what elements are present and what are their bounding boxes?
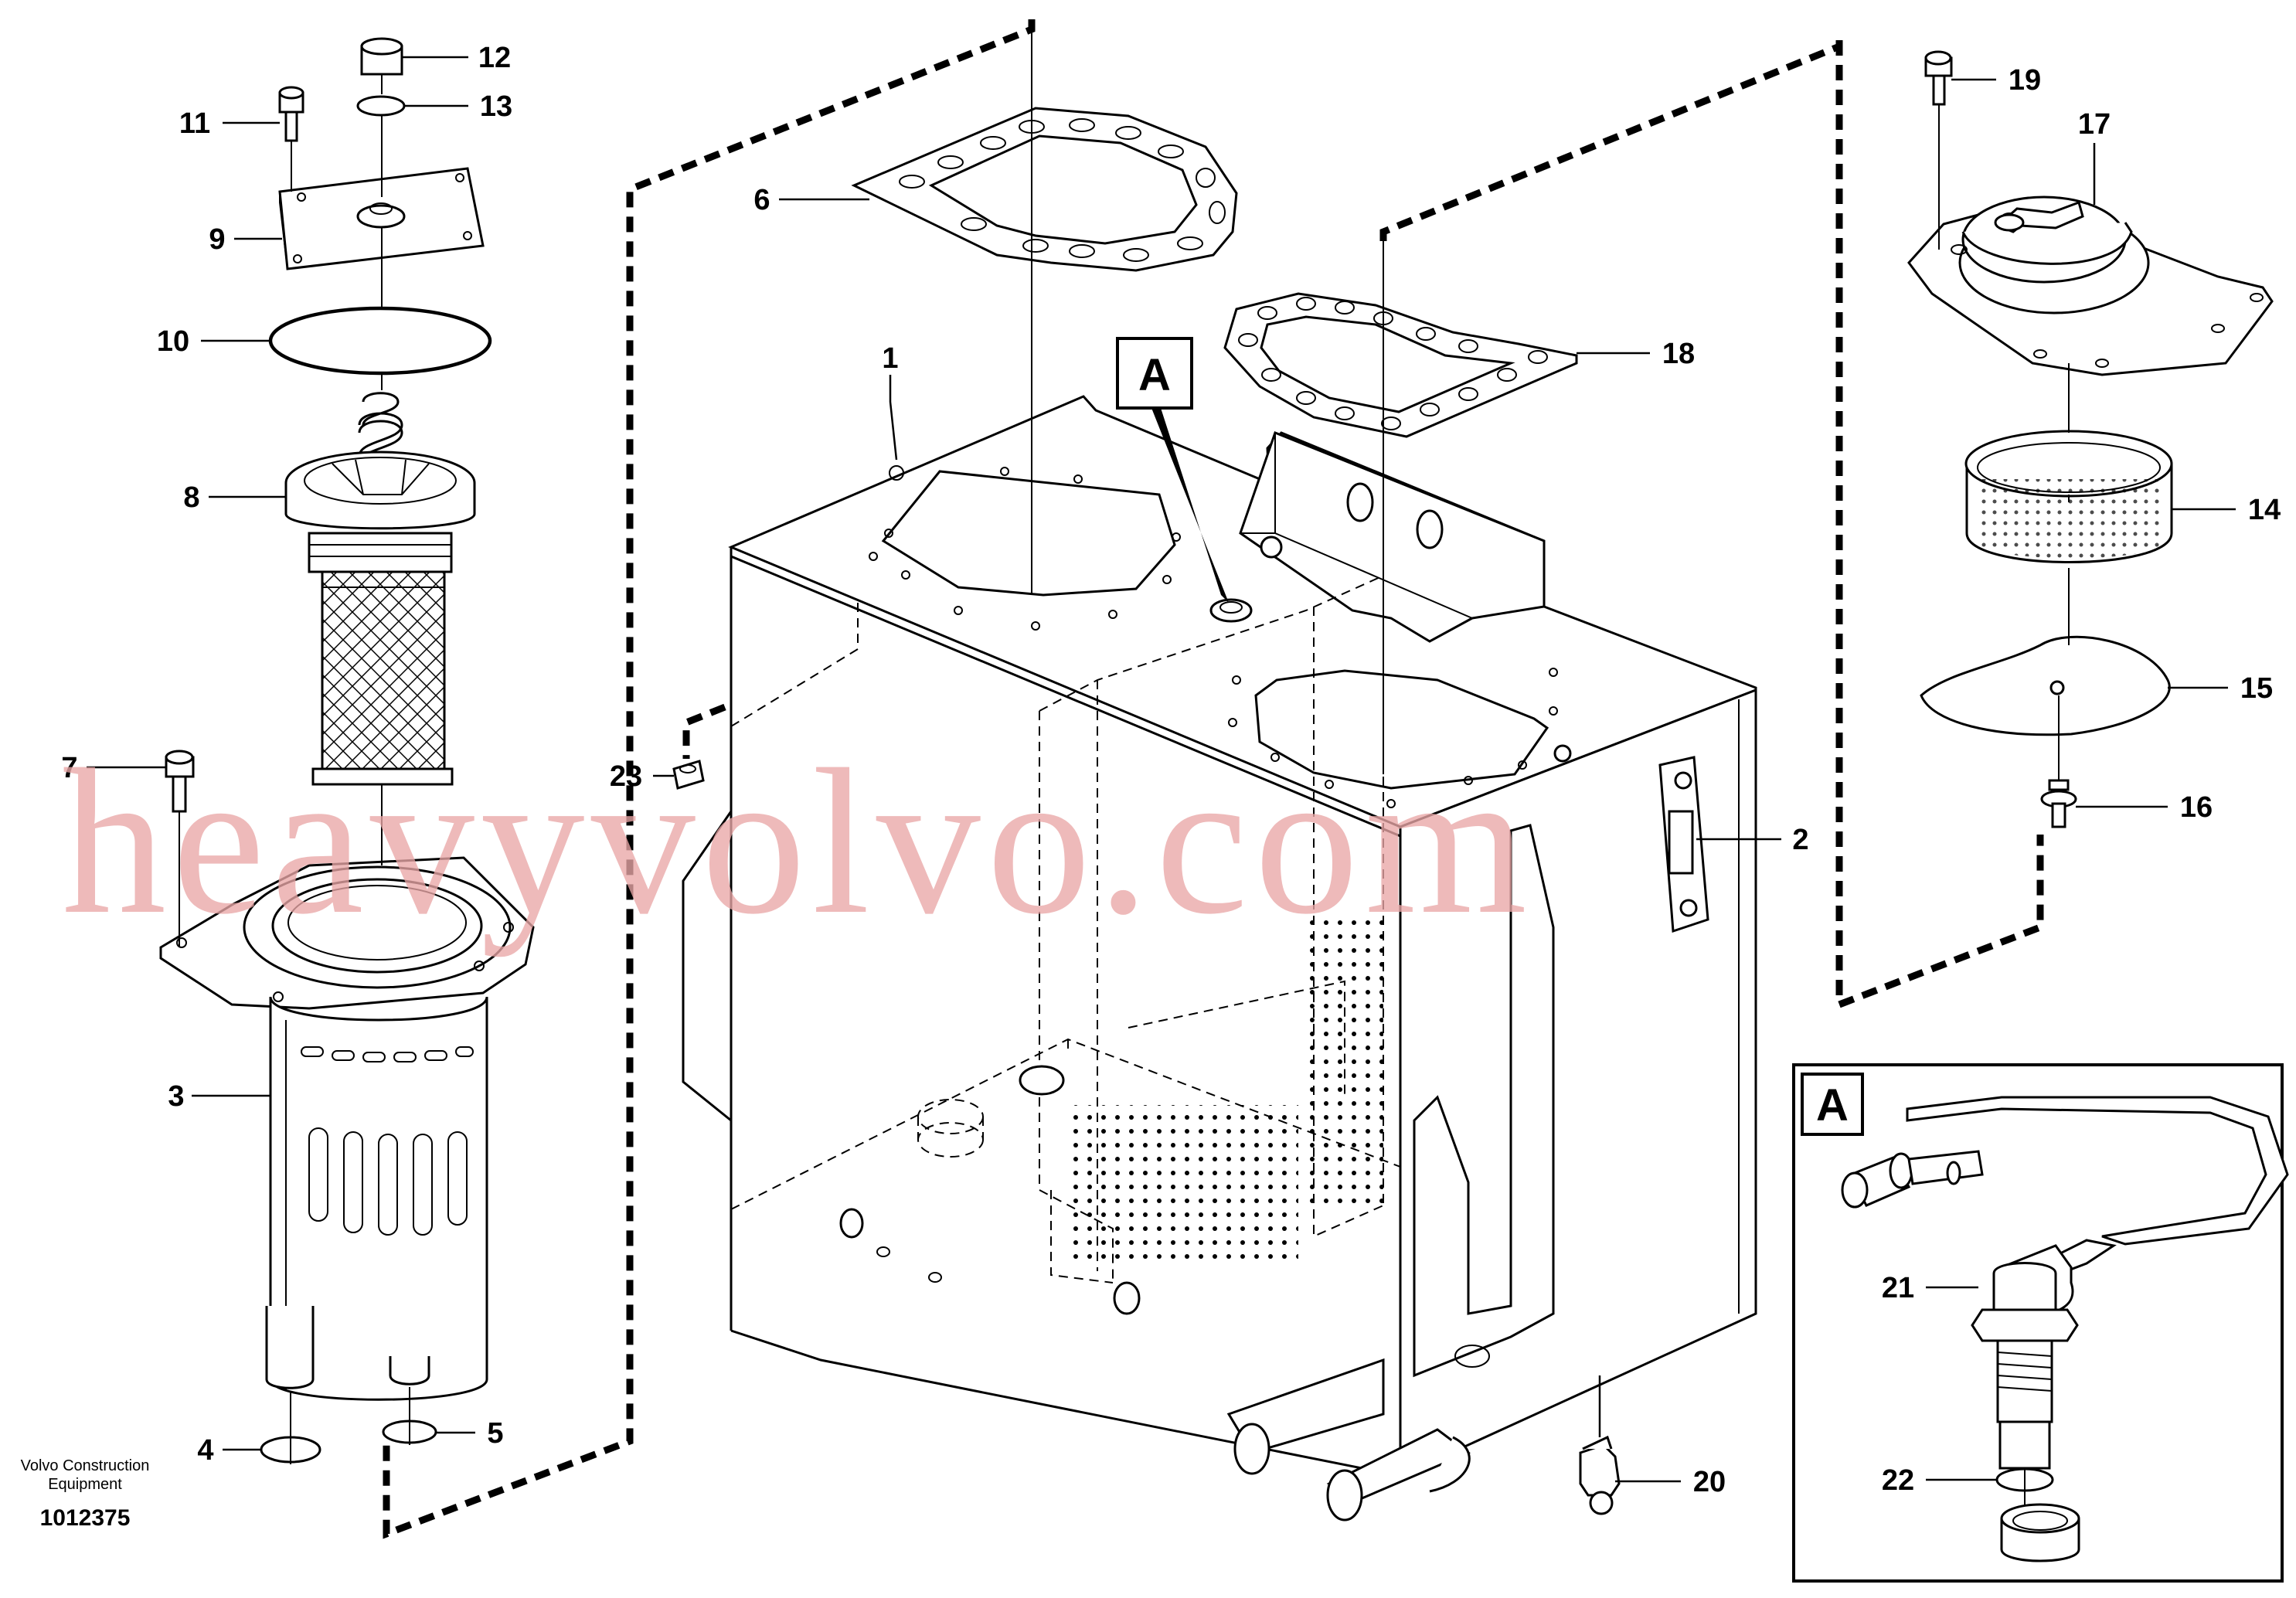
axis-lines [179, 29, 2070, 1504]
callout-9: 9 [209, 223, 225, 256]
svg-text:A: A [1816, 1080, 1849, 1130]
callout-4: 4 [197, 1434, 213, 1467]
svg-text:A: A [1138, 350, 1171, 400]
detail-a-pointer [1151, 408, 1229, 603]
callout-18: 18 [1662, 338, 1695, 370]
tank-bolt-holes [869, 465, 1558, 808]
gasket-18 [1223, 292, 1578, 438]
callout-5: 5 [487, 1417, 503, 1450]
detail-a-label-tank: A [1116, 337, 1193, 410]
callout-1: 1 [882, 342, 898, 375]
callout-17: 17 [2078, 108, 2111, 141]
callout-8: 8 [183, 481, 199, 514]
watermark-text: heavyvolvo.com [62, 726, 1533, 957]
breather-assembly [1907, 50, 2274, 828]
callout-22: 22 [1882, 1464, 1914, 1497]
sight-glass [1658, 756, 1709, 933]
housing-slots [301, 1046, 474, 1236]
callout-12: 12 [478, 42, 511, 74]
drain-valve-20 [1579, 1435, 1621, 1515]
detail-a-frame [1792, 1063, 2289, 1583]
hidden-perforations [1066, 912, 1383, 1267]
hydraulic-tank [682, 395, 1757, 1522]
callout-7: 7 [61, 752, 77, 784]
callout-14: 14 [2248, 494, 2281, 526]
filter-assembly [159, 37, 705, 1464]
callout-11: 11 [179, 107, 210, 140]
callout-10: 10 [157, 325, 189, 358]
callout-23: 23 [610, 760, 642, 793]
drawing-code: 1012375 [40, 1505, 131, 1531]
detail-a-label-inset: A [1801, 1073, 1864, 1136]
callout-6: 6 [753, 184, 770, 216]
callout-2: 2 [1792, 824, 1808, 856]
brand-line-2: Equipment [48, 1476, 122, 1493]
leader-lines [87, 56, 2236, 1483]
gasket-6 [851, 107, 1238, 272]
brand-line-1: Volvo Construction [21, 1457, 150, 1474]
callout-20: 20 [1693, 1466, 1726, 1498]
callout-3: 3 [168, 1080, 184, 1113]
callout-13: 13 [480, 90, 512, 123]
callout-21: 21 [1882, 1272, 1914, 1304]
assembly-chains [383, 19, 2044, 1539]
callout-16: 16 [2180, 791, 2213, 824]
callout-19: 19 [2009, 64, 2041, 97]
callout-15: 15 [2240, 672, 2273, 705]
